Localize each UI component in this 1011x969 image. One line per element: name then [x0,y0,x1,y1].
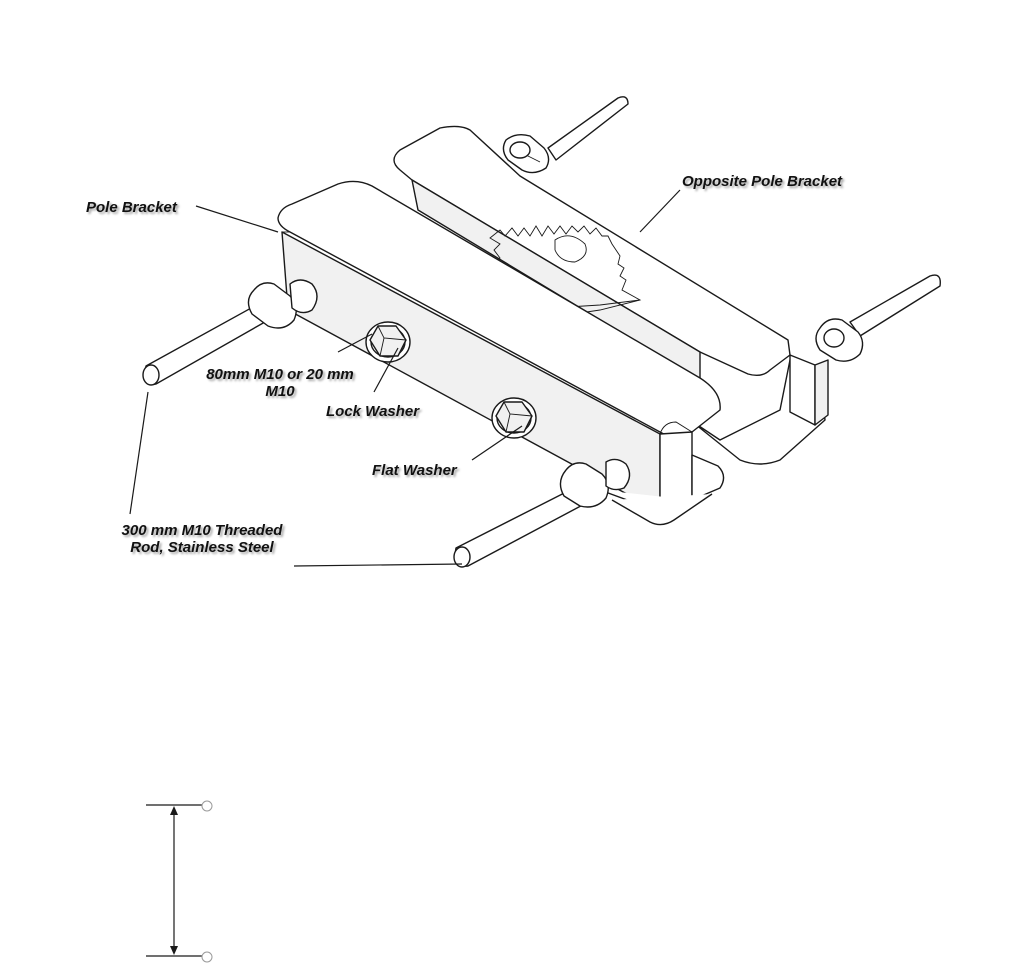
handle-bottom-icon[interactable] [202,952,212,962]
label-threaded-rod-line2: Rod, Stainless Steel [102,539,302,556]
label-flat-washer: Flat Washer [372,462,457,479]
front-threaded-rod-right [454,459,630,567]
back-threaded-rod-top [503,97,628,173]
label-threaded-rod-line1: 300 mm M10 Threaded [102,522,302,539]
arrowhead-down-icon [170,946,178,955]
label-threaded-rod: 300 mm M10 Threaded Rod, Stainless Steel [102,522,302,556]
label-bolt: 80mm M10 or 20 mm M10 [190,366,370,400]
bolt-upper [366,322,410,362]
back-threaded-rod-right [816,275,940,361]
arrowhead-up-icon [170,806,178,815]
label-opposite-pole-bracket: Opposite Pole Bracket [682,173,842,190]
label-lock-washer: Lock Washer [326,403,419,420]
label-pole-bracket: Pole Bracket [86,199,177,216]
handle-top-icon[interactable] [202,801,212,811]
dimension-marker [146,801,212,962]
